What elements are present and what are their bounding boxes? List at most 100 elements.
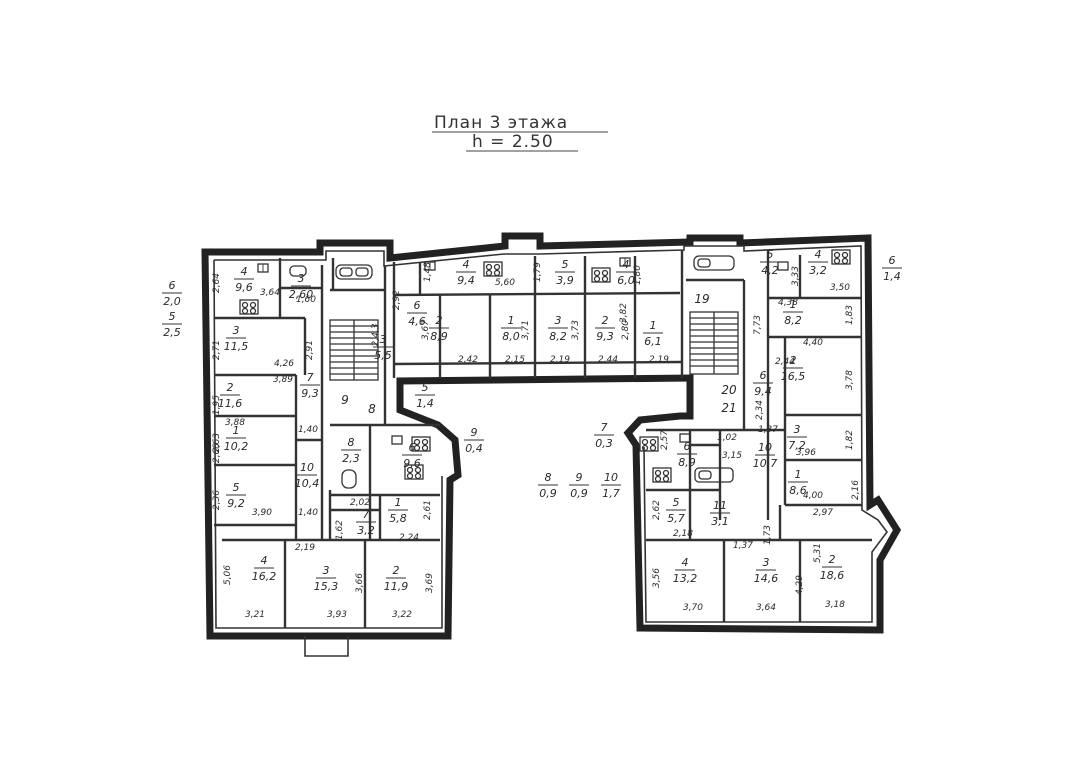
room-area: 9,3 <box>301 387 319 400</box>
dimension-label: 2,91 <box>305 340 315 360</box>
room-label: 32,60 <box>289 272 314 301</box>
room-label: 314,6 <box>754 556 779 585</box>
room-label: 211,6 <box>218 381 243 410</box>
dimension-label: 2,97 <box>813 508 833 518</box>
room-number: 9 <box>471 426 478 439</box>
room-label: 69,4 <box>753 369 773 398</box>
room-number: 3 <box>298 272 305 285</box>
room-label: 28,9 <box>429 314 449 343</box>
stove-icon <box>411 436 431 452</box>
dimension-label: 2,4,3 <box>371 323 381 346</box>
plain-number: 8 <box>368 402 376 416</box>
dimension-label: 2,62 <box>652 500 662 520</box>
room-area: 9,2 <box>227 497 245 510</box>
stove-icon <box>404 464 424 480</box>
dimension-label: 2,02 <box>350 498 370 508</box>
room-label: 110,2 <box>224 424 249 453</box>
dimension-label: 3,64 <box>260 288 280 298</box>
dimension-label: 5,31 <box>813 543 823 563</box>
dimension-label: 3,82 <box>619 303 629 323</box>
room-area: 5,8 <box>389 512 407 525</box>
room-number: 8 <box>545 471 552 484</box>
dimension-label: 2,71 <box>212 340 222 360</box>
sink-icon <box>679 433 691 443</box>
dimension-label: 1,40 <box>298 425 318 435</box>
room-label: 51,4 <box>415 381 435 410</box>
dimension-label: 1,73 <box>763 525 773 545</box>
room-area: 11,6 <box>218 397 243 410</box>
dimension-label: 1,83 <box>845 305 855 325</box>
left-stairs-icon <box>329 319 379 381</box>
dimension-label: 2,19 <box>550 355 570 365</box>
room-number: 1 <box>395 496 402 509</box>
sink-icon <box>391 435 403 445</box>
room-area: 9,6 <box>235 281 253 294</box>
room-area: 11,5 <box>224 340 249 353</box>
balcony-label: 52,5 <box>162 310 182 339</box>
stove-icon <box>831 249 851 265</box>
room-number: 5 <box>673 496 680 509</box>
room-label: 16,1 <box>643 319 663 348</box>
room-area: 10,7 <box>753 457 778 470</box>
room-number: 5 <box>422 381 429 394</box>
dimension-label: 3,89 <box>273 375 293 385</box>
room-area: 3,2 <box>357 524 375 537</box>
room-label: 80,9 <box>538 471 558 500</box>
room-number: 3 <box>233 324 240 337</box>
plain-number: 21 <box>721 401 736 415</box>
room-number: 1 <box>795 468 802 481</box>
room-label: 113,1 <box>710 499 730 528</box>
right-wing-partitions <box>646 250 872 622</box>
dimension-label: 5,60 <box>495 278 515 288</box>
dimension-label: 1,62 <box>335 520 345 540</box>
room-label: 59,2 <box>226 481 246 510</box>
room-label: 216,5 <box>781 354 806 383</box>
room-area: 9,4 <box>457 274 475 287</box>
room-area: 0,4 <box>465 442 483 455</box>
room-label: 18,2 <box>783 298 803 327</box>
bathtub-icon <box>335 264 373 280</box>
dimension-label: 3,64 <box>756 603 776 613</box>
room-number: 5 <box>562 258 569 271</box>
room-label: 55,7 <box>666 496 686 525</box>
room-area: 9,6 <box>403 457 421 470</box>
room-label: 38,2 <box>548 314 568 343</box>
room-number: 1 <box>233 424 240 437</box>
room-label: 46,0 <box>616 258 636 287</box>
stove-icon <box>639 436 659 452</box>
stove-icon <box>239 299 259 315</box>
dimension-label: 4,40 <box>803 338 823 348</box>
room-label: 68,9 <box>677 440 697 469</box>
room-number: 3 <box>763 556 770 569</box>
room-number: 2 <box>227 381 234 394</box>
left-wing-partitions <box>214 258 440 628</box>
room-number: 2 <box>602 314 609 327</box>
room-area: 10,4 <box>295 477 320 490</box>
room-label: 54,2 <box>760 248 780 277</box>
room-number: 10 <box>604 471 618 484</box>
dimension-label: 3,66 <box>355 573 365 593</box>
dimension-label: 3,18 <box>825 600 845 610</box>
room-area: 14,6 <box>754 572 779 585</box>
room-number: 3 <box>555 314 562 327</box>
room-area: 8,6 <box>789 484 807 497</box>
stove-icon <box>591 267 611 283</box>
toilet-icon <box>341 469 357 489</box>
dimension-label: 2,68 <box>212 443 222 463</box>
room-number: 5 <box>233 481 240 494</box>
dimension-label: 2,15 <box>505 355 525 365</box>
room-label: 69,6 <box>402 441 422 470</box>
dimension-label: 3,67 <box>421 320 431 340</box>
room-number: 6 <box>169 279 176 292</box>
room-area: 4,2 <box>761 264 779 277</box>
room-area: 8,2 <box>549 330 567 343</box>
room-label: 101,7 <box>601 471 621 500</box>
room-number: 8 <box>348 436 355 449</box>
room-number: 4 <box>623 258 630 271</box>
dimension-label: 2,16 <box>851 480 861 500</box>
room-area: 8,0 <box>502 330 520 343</box>
dimension-label: 2,19 <box>295 543 315 553</box>
